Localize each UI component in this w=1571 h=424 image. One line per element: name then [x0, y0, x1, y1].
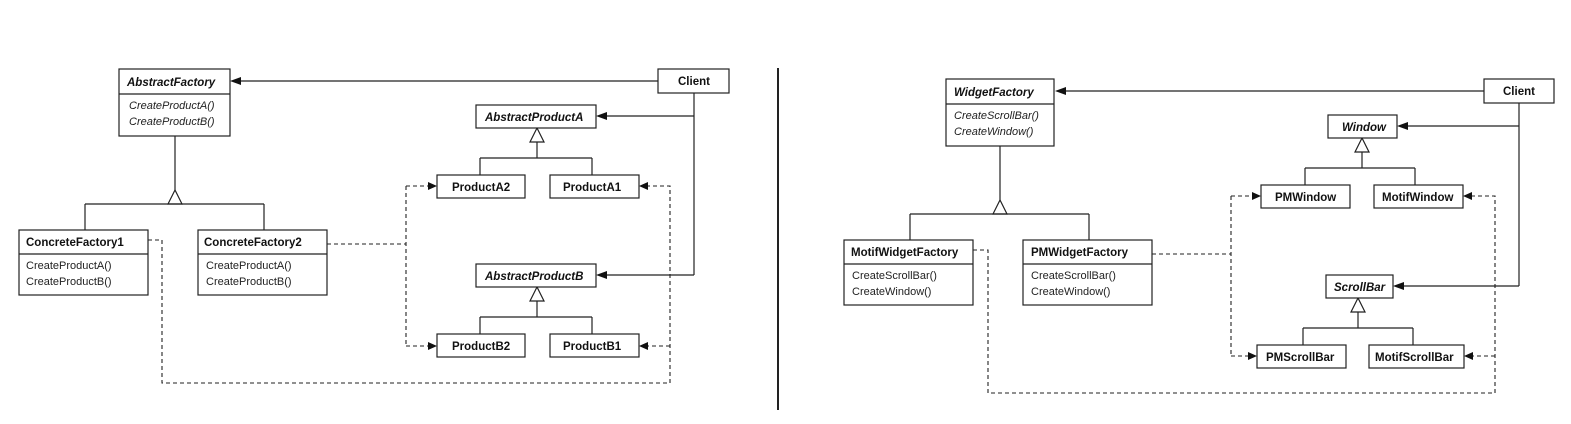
class-concrete-factory-1: ConcreteFactory1 CreateProductA() Create…: [18, 229, 149, 296]
class-name: ProductB1: [563, 341, 622, 353]
operation: CreateScrollBar(): [852, 270, 937, 282]
class-scroll-bar: ScrollBar: [1325, 274, 1394, 299]
class-abstract-product-a: AbstractProductA: [475, 104, 597, 129]
class-name: AbstractProductB: [484, 271, 583, 283]
class-name: Client: [1503, 86, 1535, 98]
operation: CreateWindow(): [852, 286, 931, 298]
operation: CreateScrollBar(): [954, 110, 1039, 122]
operation: CreateScrollBar(): [1031, 270, 1116, 282]
class-widget-factory: WidgetFactory CreateScrollBar() CreateWi…: [945, 78, 1055, 147]
class-name: ProductB2: [452, 341, 510, 353]
class-name: ProductA2: [452, 182, 510, 194]
class-client: Client: [1483, 78, 1555, 104]
operation: CreateProductA(): [206, 260, 292, 272]
class-product-b1: ProductB1: [549, 333, 640, 358]
class-name: ScrollBar: [1334, 282, 1386, 294]
class-motif-scroll-bar: MotifScrollBar: [1368, 344, 1465, 369]
left-connectors: [84, 77, 695, 384]
class-abstract-product-b: AbstractProductB: [475, 263, 597, 288]
class-name: Window: [1342, 122, 1387, 134]
class-pm-widget-factory: PMWidgetFactory CreateScrollBar() Create…: [1022, 239, 1153, 306]
class-name: AbstractProductA: [484, 112, 583, 124]
class-name: ProductA1: [563, 182, 622, 194]
class-name: PMWidgetFactory: [1031, 247, 1129, 259]
right-diagram: WidgetFactory CreateScrollBar() CreateWi…: [843, 78, 1555, 394]
class-motif-window: MotifWindow: [1373, 184, 1464, 209]
operation: CreateProductA(): [129, 100, 215, 112]
class-window: Window: [1327, 114, 1398, 139]
operation: CreateProductB(): [26, 276, 112, 288]
class-name: MotifWidgetFactory: [851, 247, 959, 259]
class-name: MotifWindow: [1382, 192, 1453, 204]
class-name: ConcreteFactory2: [204, 237, 302, 249]
class-name: Client: [678, 76, 710, 88]
operation: CreateProductB(): [206, 276, 292, 288]
class-product-a1: ProductA1: [549, 174, 640, 199]
class-name: PMWindow: [1275, 192, 1336, 204]
class-abstract-factory: AbstractFactory CreateProductA() CreateP…: [118, 68, 231, 137]
left-diagram: AbstractFactory CreateProductA() CreateP…: [18, 68, 730, 384]
class-pm-window: PMWindow: [1260, 184, 1351, 209]
operation: CreateProductA(): [26, 260, 112, 272]
class-name: AbstractFactory: [126, 77, 216, 89]
class-product-a2: ProductA2: [436, 174, 526, 199]
class-name: PMScrollBar: [1266, 352, 1335, 364]
class-motif-widget-factory: MotifWidgetFactory CreateScrollBar() Cre…: [843, 239, 974, 306]
class-name: MotifScrollBar: [1375, 352, 1454, 364]
class-product-b2: ProductB2: [436, 333, 526, 358]
operation: CreateWindow(): [954, 126, 1034, 138]
right-connectors: [909, 87, 1520, 394]
class-name: WidgetFactory: [954, 87, 1034, 99]
operation: CreateWindow(): [1031, 286, 1110, 298]
operation: CreateProductB(): [129, 116, 215, 128]
class-pm-scroll-bar: PMScrollBar: [1256, 344, 1347, 369]
class-concrete-factory-2: ConcreteFactory2 CreateProductA() Create…: [197, 229, 328, 296]
class-name: ConcreteFactory1: [26, 237, 124, 249]
class-client: Client: [657, 68, 730, 94]
